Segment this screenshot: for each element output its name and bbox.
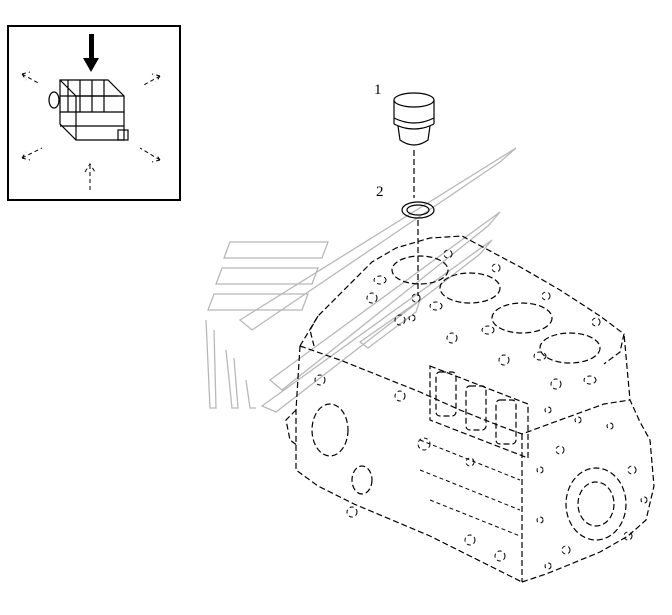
engine-orientation-icon [48,79,129,141]
part-2-o-ring [401,201,435,219]
view-direction-arrow-icon [83,34,99,72]
direction-arrow-icon [21,71,161,190]
part-1-plug-cap [393,92,435,146]
watermark-logo [205,147,517,413]
callout-1: 1 [374,82,382,98]
orientation-inset [7,25,181,201]
engine-block [285,235,655,583]
callout-2: 2 [376,184,384,200]
